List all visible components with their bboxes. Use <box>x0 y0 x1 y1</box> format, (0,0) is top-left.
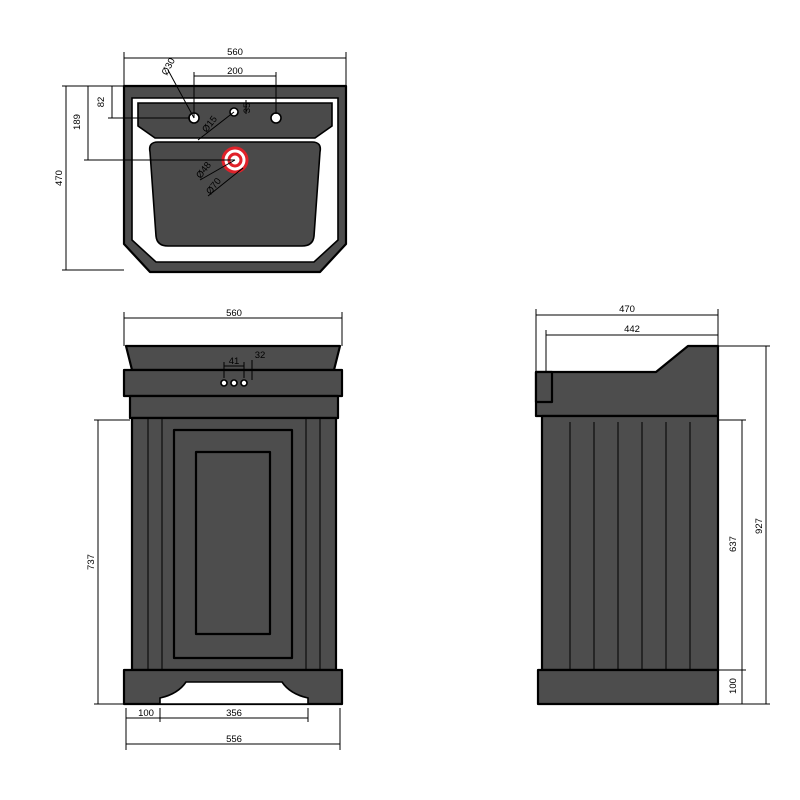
tap-hole-dia-label: Ø30 <box>160 56 178 77</box>
plinth-height-label: 100 <box>728 678 739 694</box>
front-basin-skirt <box>128 394 340 420</box>
top-width-label: 560 <box>227 47 243 58</box>
hole-spacing-label: 41 <box>229 356 240 367</box>
front-plinth-cutout <box>159 681 309 705</box>
side-plinth <box>536 668 720 706</box>
depth-label: 470 <box>54 170 65 186</box>
front-tap-hole-icon <box>240 379 248 387</box>
side-view: 470 442 637 100 927 <box>534 304 770 706</box>
side-depth-label: 470 <box>619 304 635 315</box>
side-basin-front-lip <box>534 370 554 404</box>
total-height-label: 927 <box>754 518 765 534</box>
side-basin-profile <box>534 344 720 418</box>
small-hole-offset-label: 35 <box>242 103 253 114</box>
hole-height-label: 32 <box>255 350 266 361</box>
tap-ledge <box>137 102 333 139</box>
basin-bowl <box>148 141 322 247</box>
top-view-dimension-lines <box>62 52 347 271</box>
front-height-label: 737 <box>86 554 97 570</box>
top-view: 560 200 Ø30 82 189 470 35 Ø15 Ø48 Ø70 <box>54 47 348 274</box>
side-view-dimension-lines <box>535 309 770 705</box>
front-view-dimension-lines <box>94 312 343 750</box>
tap-hole-right-icon <box>270 112 282 124</box>
cabinet-height-label: 637 <box>728 536 739 552</box>
plinth-recess-label: 356 <box>226 708 242 719</box>
tap-spacing-label: 200 <box>227 66 243 77</box>
front-door-inset <box>194 450 272 636</box>
rear-to-taps-label: 82 <box>96 97 107 108</box>
side-cabinet-body <box>540 414 720 672</box>
side-inner-depth-label: 442 <box>624 324 640 335</box>
front-width-label: 560 <box>226 308 242 319</box>
front-tap-hole-icon <box>220 379 228 387</box>
base-width-label: 556 <box>226 734 242 745</box>
rear-to-waste-label: 189 <box>72 114 83 130</box>
plinth-offset-label: 100 <box>138 708 154 719</box>
front-tap-hole-icon <box>230 379 238 387</box>
front-view: 560 41 32 737 100 356 556 <box>86 308 344 750</box>
side-panel-grooves <box>569 422 691 670</box>
